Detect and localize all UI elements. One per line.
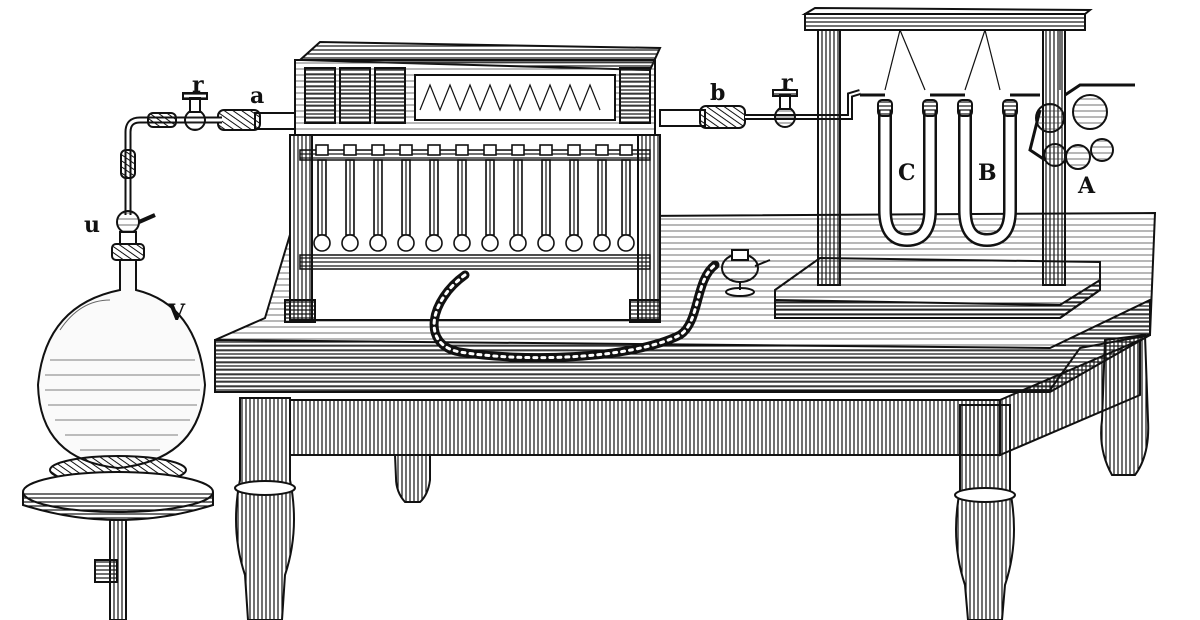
combustion-tube	[217, 105, 746, 131]
label-u: u	[84, 212, 100, 238]
cork-a	[217, 109, 261, 131]
label-r-left: r	[192, 72, 204, 98]
burner-rail-bottom	[299, 254, 651, 270]
furnace-tiles	[304, 67, 651, 124]
furnace-foot	[284, 299, 316, 323]
tube-end-b	[659, 109, 706, 127]
combustion-furnace	[284, 40, 662, 323]
stopcock-r-right[interactable]	[772, 89, 798, 128]
right-gas-line	[745, 89, 861, 120]
label-a: a	[250, 83, 264, 109]
u-tube-c	[860, 93, 965, 248]
label-r-right: r	[781, 70, 793, 96]
furnace-side-post	[289, 134, 313, 321]
table-leg-front-right	[955, 404, 1015, 620]
label-c: C	[898, 160, 916, 186]
burner-rail-top	[299, 149, 651, 161]
stopcock-r-left[interactable]	[182, 92, 208, 131]
flask-v	[22, 259, 214, 620]
leg-ring	[234, 480, 296, 496]
left-gas-line	[120, 112, 222, 215]
u-tube-b	[957, 93, 1040, 248]
furnace-foot	[629, 299, 661, 323]
table-leg-back-left	[393, 454, 431, 503]
diagram-labels: r a b r u V C B A	[84, 70, 1096, 326]
spirit-lamp	[721, 249, 771, 297]
cork-b	[699, 105, 746, 129]
burner-row	[313, 144, 635, 252]
label-a-bulbs: A	[1077, 173, 1096, 199]
table-apron	[289, 399, 1001, 456]
label-b: b	[710, 80, 725, 106]
leg-ring	[954, 487, 1016, 503]
furnace-side-post	[637, 134, 661, 321]
table-edge	[214, 298, 1151, 393]
stand-clamp-screw	[94, 559, 118, 583]
potash-bulbs-a	[1028, 83, 1135, 170]
table-leg-front-left	[235, 397, 295, 620]
stopcock-u[interactable]	[111, 210, 156, 261]
table-leg-back-right	[1100, 333, 1150, 476]
label-b-tube: B	[978, 160, 997, 186]
label-v: V	[167, 300, 186, 326]
